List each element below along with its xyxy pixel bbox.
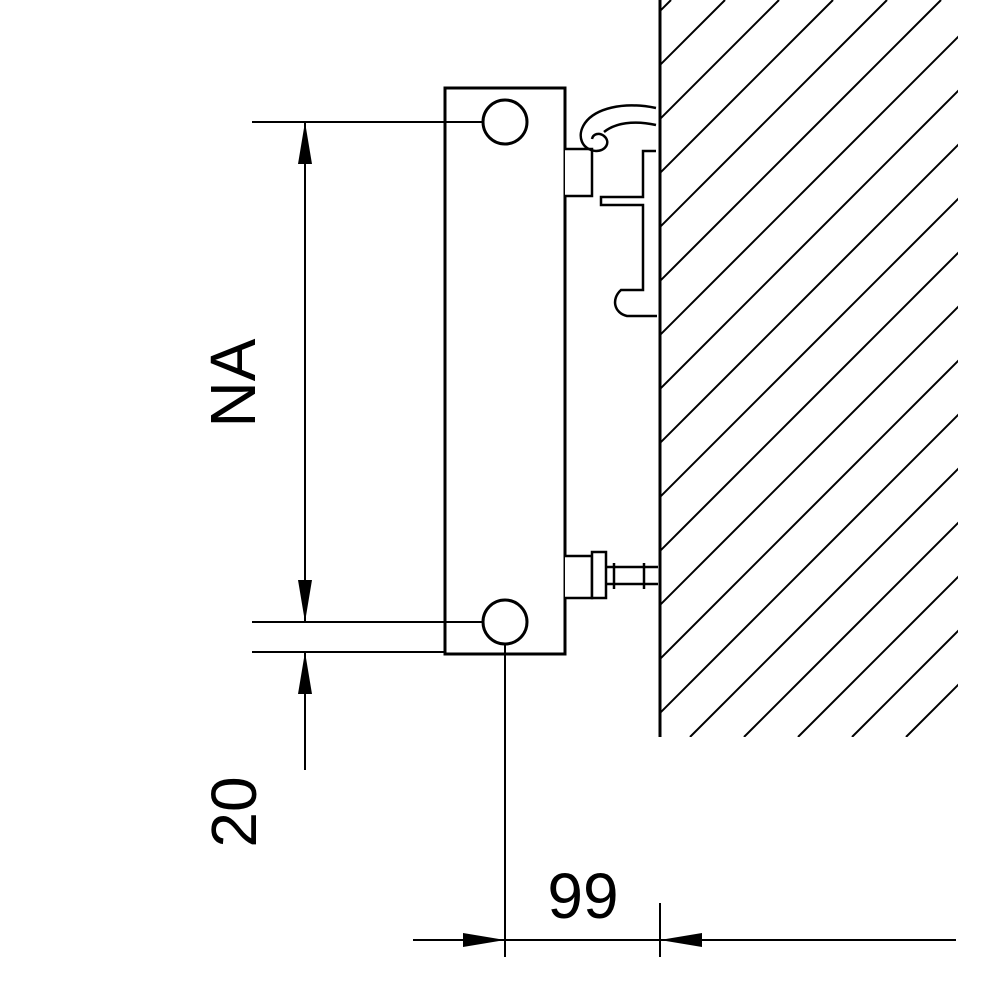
hub-distance-dimension: NA (197, 122, 312, 622)
top-bracket (565, 104, 657, 318)
hatch-line (660, 89, 958, 391)
bottom-bracket-spacer (590, 550, 608, 600)
hatch-line (660, 251, 958, 553)
hatch-line (660, 359, 958, 661)
hatch-line (743, 521, 958, 737)
offset-label: 20 (198, 776, 270, 847)
bottom-offset-dimension: 20 (198, 652, 312, 848)
hatch-line (660, 413, 958, 715)
hatch-line (851, 629, 958, 737)
radiator-outline (443, 86, 567, 656)
top-bracket-stud (565, 147, 594, 198)
bottom-bracket-stud (565, 554, 594, 600)
top-hub-circle (481, 98, 529, 146)
hatch-line (660, 197, 958, 499)
hatch-line (660, 35, 958, 337)
hatch-line (660, 0, 942, 283)
bottom-bracket (565, 550, 658, 600)
spring-clip-inner (603, 121, 657, 134)
offset-arrow-up (298, 652, 312, 694)
clearance-arrow-left (660, 933, 702, 947)
na-arrow-up (298, 122, 312, 164)
hatch-line (660, 143, 958, 445)
hatch-line (797, 575, 958, 737)
radiator-body (443, 86, 567, 656)
bottom-hub-circle (481, 598, 529, 646)
hatch-line (660, 0, 780, 121)
spring-clip-outer (579, 104, 657, 153)
wall-hatching (660, 0, 958, 737)
hatch-line (905, 683, 958, 737)
hatch-line (660, 305, 958, 607)
top-bracket-profile (599, 149, 657, 318)
clearance-label: 99 (547, 860, 618, 932)
na-label: NA (197, 338, 269, 427)
na-arrow-down (298, 580, 312, 622)
hatch-line (660, 0, 888, 229)
wall (658, 0, 958, 737)
clearance-arrow-right (463, 933, 505, 947)
hatch-line (660, 0, 834, 175)
hatch-line (689, 467, 958, 737)
hatch-line (660, 0, 672, 13)
wall-clearance-dimension: 99 (413, 860, 956, 947)
reference-lines (252, 121, 661, 957)
hatch-line (660, 0, 726, 67)
